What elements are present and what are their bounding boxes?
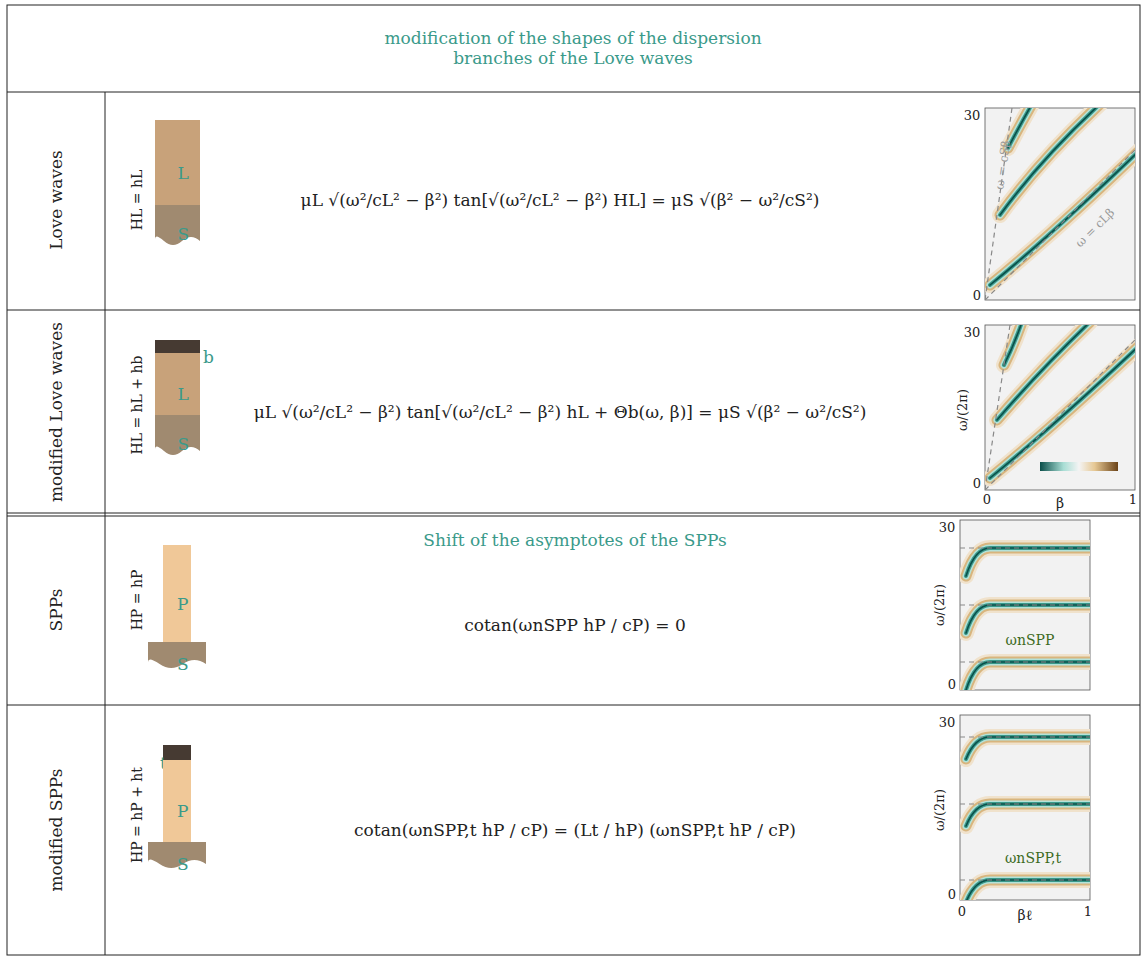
material-layer: L	[155, 120, 200, 205]
layer-letter: b	[203, 347, 214, 367]
figure-label: HP = hP	[129, 570, 146, 631]
figure-label: ωnSPP,t	[1005, 850, 1061, 867]
table-lines	[7, 5, 1140, 955]
figure-label: 0	[948, 887, 956, 903]
layer-letter: L	[178, 163, 189, 183]
figure-label: HL = hL	[129, 170, 146, 230]
layer-letter: S	[178, 434, 190, 454]
figure-label: 1	[1084, 904, 1092, 920]
figure-label: modified Love waves	[46, 322, 66, 502]
material-layer: t	[163, 745, 191, 760]
figure-label: modification of the shapes of the disper…	[358, 28, 788, 69]
figure-label: Love waves	[46, 150, 66, 250]
layer-letter: L	[178, 384, 189, 404]
figure-label: 1	[1129, 492, 1137, 508]
figure-label: 0	[948, 677, 956, 693]
figure-label: 0	[958, 904, 966, 920]
figure-label: ωnSPP	[1006, 632, 1055, 649]
layer-letter: S	[178, 224, 190, 244]
figure-label: 30	[964, 108, 981, 124]
material-layer: P	[163, 760, 191, 842]
material-layer: S	[148, 842, 206, 870]
figure-label: βℓ	[1018, 907, 1033, 924]
material-layer: L	[155, 353, 200, 415]
material-layer: S	[148, 642, 206, 670]
figure-label: μL √(ω²/cL² − β²) tan[√(ω²/cL² − β²) HL]…	[301, 190, 820, 210]
figure-label: ω/(2π)	[955, 389, 971, 431]
material-layer: S	[155, 205, 200, 247]
figure-label: 30	[939, 715, 956, 731]
figure-label: HL = hL + hb	[129, 355, 146, 454]
figure-label: ω/(2π)	[932, 584, 948, 626]
figure-label: μL √(ω²/cL² − β²) tan[√(ω²/cL² − β²) hL …	[254, 402, 867, 422]
figure-label: SPPs	[46, 589, 66, 632]
figure-label: 0	[973, 476, 981, 492]
figure-label: HP = hP + ht	[129, 767, 146, 863]
figure-label: modified SPPs	[46, 768, 66, 891]
layer-letter: S	[177, 854, 189, 874]
material-layer: b	[155, 340, 200, 353]
figure-label: cotan(ωnSPP,t hP / cP) = (Lt / hP) (ωnSP…	[354, 820, 796, 840]
material-layer: S	[155, 415, 200, 457]
figure-label: 0	[973, 288, 981, 304]
layer-letter: P	[177, 801, 188, 821]
material-layer: P	[163, 545, 191, 642]
figure-label: 30	[939, 520, 956, 536]
layer-letter: P	[177, 594, 188, 614]
figure-label: Shift of the asymptotes of the SPPs	[423, 530, 726, 550]
layer-letter: S	[177, 654, 189, 674]
figure-label: ω/(2π)	[932, 789, 948, 831]
figure-label: 30	[964, 325, 981, 341]
figure-label: β	[1056, 495, 1064, 512]
figure-label: 0	[983, 492, 991, 508]
figure-label: cotan(ωnSPP hP / cP) = 0	[464, 615, 685, 635]
